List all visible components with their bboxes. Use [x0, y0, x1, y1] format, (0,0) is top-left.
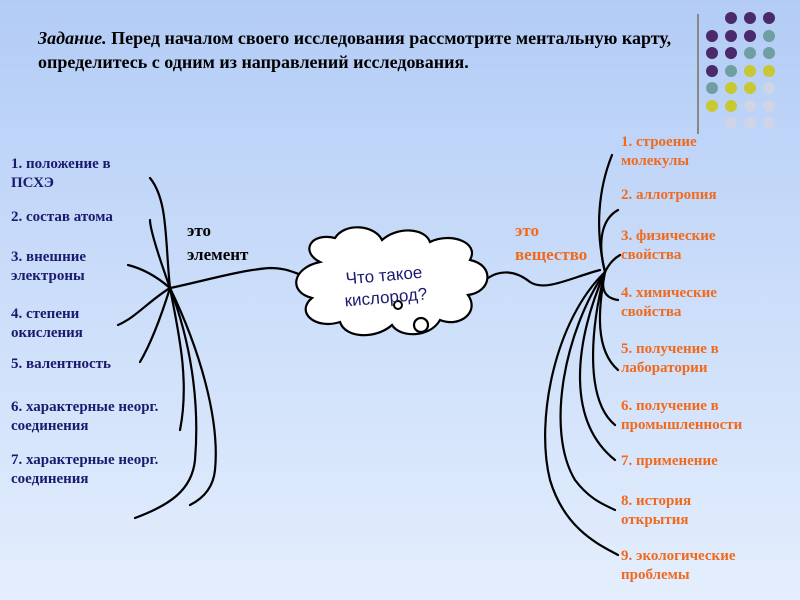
decorative-dot [763, 47, 775, 59]
branch-line-left [168, 286, 217, 507]
right-item-7[interactable]: 7. применение [621, 453, 718, 469]
connector-label-element-line2: элемент [187, 245, 249, 264]
branch-line-left [126, 263, 172, 290]
decorative-dot [763, 99, 775, 112]
right-item-8[interactable]: 8. история открытия [621, 493, 692, 528]
branch-line-right [600, 208, 620, 274]
connector-label-substance-line2: вещество [515, 245, 588, 264]
right-item-9[interactable]: 9. экологические проблемы [621, 548, 736, 583]
cloud-bubble-small [393, 300, 403, 310]
decorative-dot [725, 12, 737, 24]
branch-line-left [116, 286, 172, 327]
cloud-bubble-large [412, 316, 430, 334]
decorative-dot [725, 99, 737, 112]
branch-line-left [138, 286, 172, 364]
connector-label-element: это элемент [187, 219, 248, 267]
left-item-3[interactable]: 3. внешние электроны [11, 249, 87, 284]
left-item-2[interactable]: 2. состав атома [11, 209, 113, 225]
left-item-6[interactable]: 6. характерные неорг. соединения [11, 399, 159, 434]
decorative-dot [763, 117, 775, 129]
branch-line-right [598, 270, 620, 372]
decorative-dot [725, 82, 737, 94]
connector-line-right [486, 268, 602, 287]
branch-line-left [148, 218, 172, 290]
decorative-dot [744, 64, 756, 77]
right-item-5[interactable]: 5. получение в лаборатории [621, 341, 719, 376]
right-item-1[interactable]: 1. строение молекулы [621, 134, 697, 169]
decorative-dot [744, 47, 756, 59]
decorative-dot [725, 47, 737, 59]
decorative-dot [763, 29, 775, 42]
branch-line-right [579, 270, 617, 462]
thought-cloud [295, 226, 489, 337]
decorative-dot [763, 12, 775, 24]
connector-label-substance-line1: это [515, 221, 539, 240]
left-item-7[interactable]: 7. характерные неорг. соединения [11, 452, 159, 487]
connector-label-substance: это вещество [515, 219, 587, 267]
left-item-1[interactable]: 1. положение в ПСХЭ [11, 156, 111, 191]
connector-line-left [168, 266, 304, 290]
right-item-6[interactable]: 6. получение в промышленности [621, 398, 743, 433]
left-item-5[interactable]: 5. валентность [11, 356, 111, 372]
decorative-dot [744, 117, 756, 129]
divider-line [697, 14, 699, 134]
task-text: Задание. Перед началом своего исследован… [38, 26, 698, 74]
decorative-dot [744, 99, 756, 112]
decorative-dot [706, 64, 718, 77]
decorative-dot [725, 64, 737, 77]
branch-line-left [133, 286, 198, 520]
decorative-dot [725, 29, 737, 42]
decorative-dot [744, 82, 756, 94]
decorative-dot [744, 12, 756, 24]
task-lead: Задание. [38, 28, 107, 48]
left-item-4[interactable]: 4. степени окисления [11, 306, 83, 341]
branch-line-right [592, 270, 617, 427]
right-item-3[interactable]: 3. физические свойства [621, 228, 716, 263]
task-body: Перед началом своего исследования рассмо… [38, 28, 672, 72]
decorative-dot [706, 82, 718, 94]
decorative-dot [706, 47, 718, 59]
decorative-dot [725, 117, 737, 129]
decorative-dot [744, 29, 756, 42]
branch-line-right [544, 270, 620, 557]
branch-line-right [603, 253, 622, 274]
branch-line-left [168, 286, 185, 432]
branch-line-left [148, 176, 172, 290]
decorative-dot [706, 99, 718, 112]
connector-label-element-line1: это [187, 221, 211, 240]
right-item-4[interactable]: 4. химические свойства [621, 285, 717, 320]
decorative-dot [763, 82, 775, 94]
decorative-dot [706, 29, 718, 42]
branch-line-right [559, 270, 617, 512]
right-item-2[interactable]: 2. аллотропия [621, 187, 717, 203]
decorative-dot [763, 64, 775, 77]
